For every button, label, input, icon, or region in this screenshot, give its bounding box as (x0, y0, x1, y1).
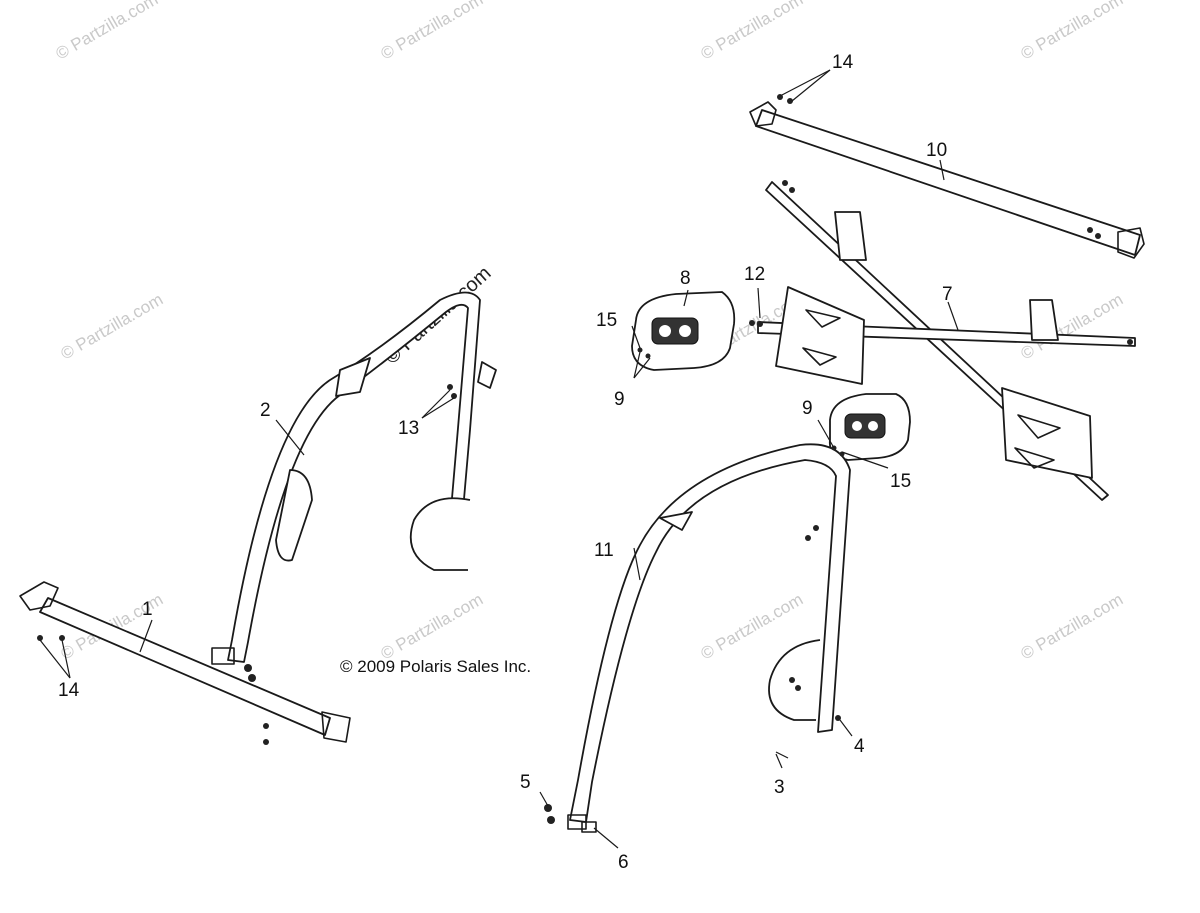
part-8-mirror-right (828, 393, 911, 461)
callout-5: 5 (520, 772, 531, 793)
callout-2: 2 (260, 400, 271, 421)
callout-14: 14 (58, 680, 80, 701)
watermark: © Partzilla.com (1018, 0, 1127, 63)
part-7-brace (749, 180, 1136, 501)
part-8-mirror (631, 291, 736, 371)
part-11-rollbar (567, 443, 851, 830)
callout-7: 7 (942, 284, 953, 305)
copyright-text: © 2009 Polaris Sales Inc. (340, 657, 531, 676)
watermark: © Partzilla.com (1018, 590, 1127, 664)
callout-9: 9 (614, 389, 625, 410)
callout-14-top: 14 (832, 52, 854, 73)
callout-9-right: 9 (802, 398, 813, 419)
callout-13: 13 (398, 418, 419, 439)
watermark: © Partzilla.com (698, 0, 807, 63)
part-10-bar (749, 94, 1145, 259)
watermark: © Partzilla.com (53, 0, 162, 63)
callout-11: 11 (594, 540, 614, 561)
callout-numbers: 1 2 3 4 5 6 7 8 9 9 10 11 12 13 14 14 15… (58, 52, 953, 873)
callout-4: 4 (854, 736, 865, 757)
callout-15-right: 15 (890, 471, 911, 492)
part-2-rollbar (211, 291, 497, 665)
callout-1: 1 (142, 599, 153, 620)
watermark: © Partzilla.com (58, 290, 167, 364)
watermark: © Partzilla.com (378, 0, 487, 63)
callout-6: 6 (618, 852, 629, 873)
watermark: © Partzilla.com (378, 590, 487, 664)
leader-lines (39, 69, 959, 849)
callout-10: 10 (926, 140, 947, 161)
hardware (244, 321, 845, 833)
callout-3: 3 (774, 777, 785, 798)
callout-15: 15 (596, 310, 617, 331)
callout-12: 12 (744, 264, 765, 285)
part-1-bar (19, 581, 351, 745)
callout-8: 8 (680, 268, 691, 289)
